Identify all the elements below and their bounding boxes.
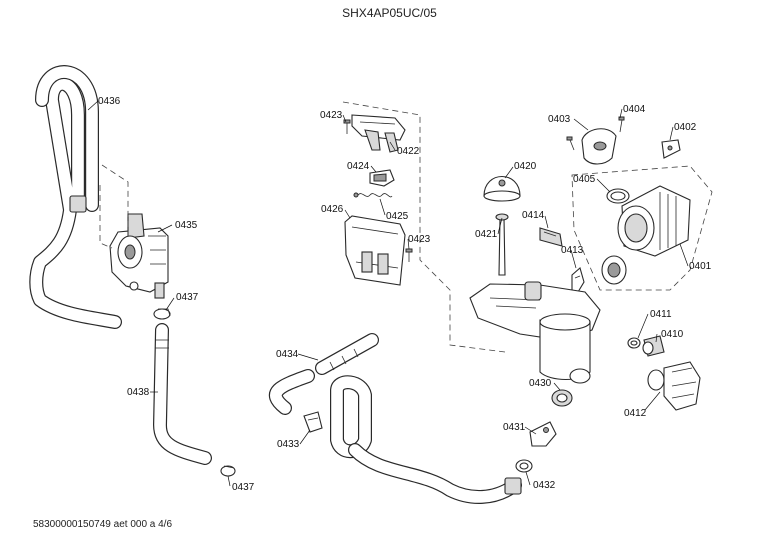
label-0432: 0432 xyxy=(533,480,556,491)
label-0431: 0431 xyxy=(503,422,526,433)
label-0423-top: 0423 xyxy=(320,110,343,121)
clamp-0437-top[interactable] xyxy=(153,308,171,320)
sump-housing[interactable] xyxy=(469,281,601,384)
label-0430: 0430 xyxy=(529,378,552,389)
label-0425: 0425 xyxy=(386,211,409,222)
holder-0426[interactable] xyxy=(344,215,406,286)
label-0422: 0422 xyxy=(397,146,420,157)
label-0437-top: 0437 xyxy=(176,292,199,303)
label-0405: 0405 xyxy=(573,174,596,185)
label-0403: 0403 xyxy=(548,114,571,125)
spring-0425[interactable] xyxy=(353,192,393,198)
ring-0405[interactable] xyxy=(606,188,630,204)
label-0410: 0410 xyxy=(661,329,684,340)
label-0421: 0421 xyxy=(475,229,498,240)
bracket-0422[interactable] xyxy=(351,114,406,153)
label-0436: 0436 xyxy=(98,96,121,107)
clamp-0431[interactable] xyxy=(529,421,557,447)
cover-0420[interactable] xyxy=(483,175,521,202)
heat-pump-0401[interactable] xyxy=(601,185,691,285)
label-0424: 0424 xyxy=(347,161,370,172)
screw-0404[interactable] xyxy=(618,116,625,133)
bracket-0402[interactable] xyxy=(661,139,681,159)
seal-0411[interactable] xyxy=(627,337,641,349)
label-0426: 0426 xyxy=(321,204,344,215)
cover-0403[interactable] xyxy=(581,128,617,165)
hose-0434[interactable] xyxy=(268,333,379,415)
screw-0403[interactable] xyxy=(566,136,575,151)
label-0438: 0438 xyxy=(127,387,150,398)
pump-0412[interactable] xyxy=(647,361,701,411)
pin-0421[interactable] xyxy=(495,213,509,276)
assembly-line-center xyxy=(342,101,506,353)
assembly-line-motor xyxy=(571,165,713,291)
seal-0413[interactable] xyxy=(571,267,585,293)
connector-0410[interactable] xyxy=(642,335,665,357)
label-0437-bottom: 0437 xyxy=(232,482,255,493)
document-footer: 58300000150749 aet 000 a 4/6 xyxy=(33,519,173,530)
label-0404: 0404 xyxy=(623,104,646,115)
label-0420: 0420 xyxy=(514,161,537,172)
label-0413: 0413 xyxy=(561,245,584,256)
hose-0432[interactable] xyxy=(330,375,522,504)
label-0435: 0435 xyxy=(175,220,198,231)
label-0414: 0414 xyxy=(522,210,545,221)
screw-0423-top[interactable] xyxy=(343,119,351,134)
diagram-title: SHX4AP05UC/05 xyxy=(342,6,437,20)
drain-pump-0435[interactable] xyxy=(109,213,169,299)
seal-0430[interactable] xyxy=(551,389,573,407)
clamp-0437-bottom[interactable] xyxy=(220,465,236,477)
leader-lines xyxy=(87,100,689,487)
label-0401: 0401 xyxy=(689,261,712,272)
label-0412: 0412 xyxy=(624,408,647,419)
clip-0433[interactable] xyxy=(303,411,323,433)
label-0423-bottom: 0423 xyxy=(408,234,431,245)
label-0433: 0433 xyxy=(277,439,300,450)
label-0411: 0411 xyxy=(650,309,672,320)
hose-0438[interactable] xyxy=(153,323,212,465)
assembly-line-pump xyxy=(99,164,129,249)
label-0434: 0434 xyxy=(276,349,299,360)
hose-0436[interactable] xyxy=(29,65,122,329)
label-0402: 0402 xyxy=(674,122,697,133)
ring-0432[interactable] xyxy=(515,459,533,473)
screw-0423-bottom[interactable] xyxy=(405,248,413,262)
part-labels: 0436 0435 0437 0438 0437 0423 0422 0424 … xyxy=(98,96,712,493)
switch-0424[interactable] xyxy=(369,169,395,187)
filter-0414[interactable] xyxy=(539,227,563,247)
